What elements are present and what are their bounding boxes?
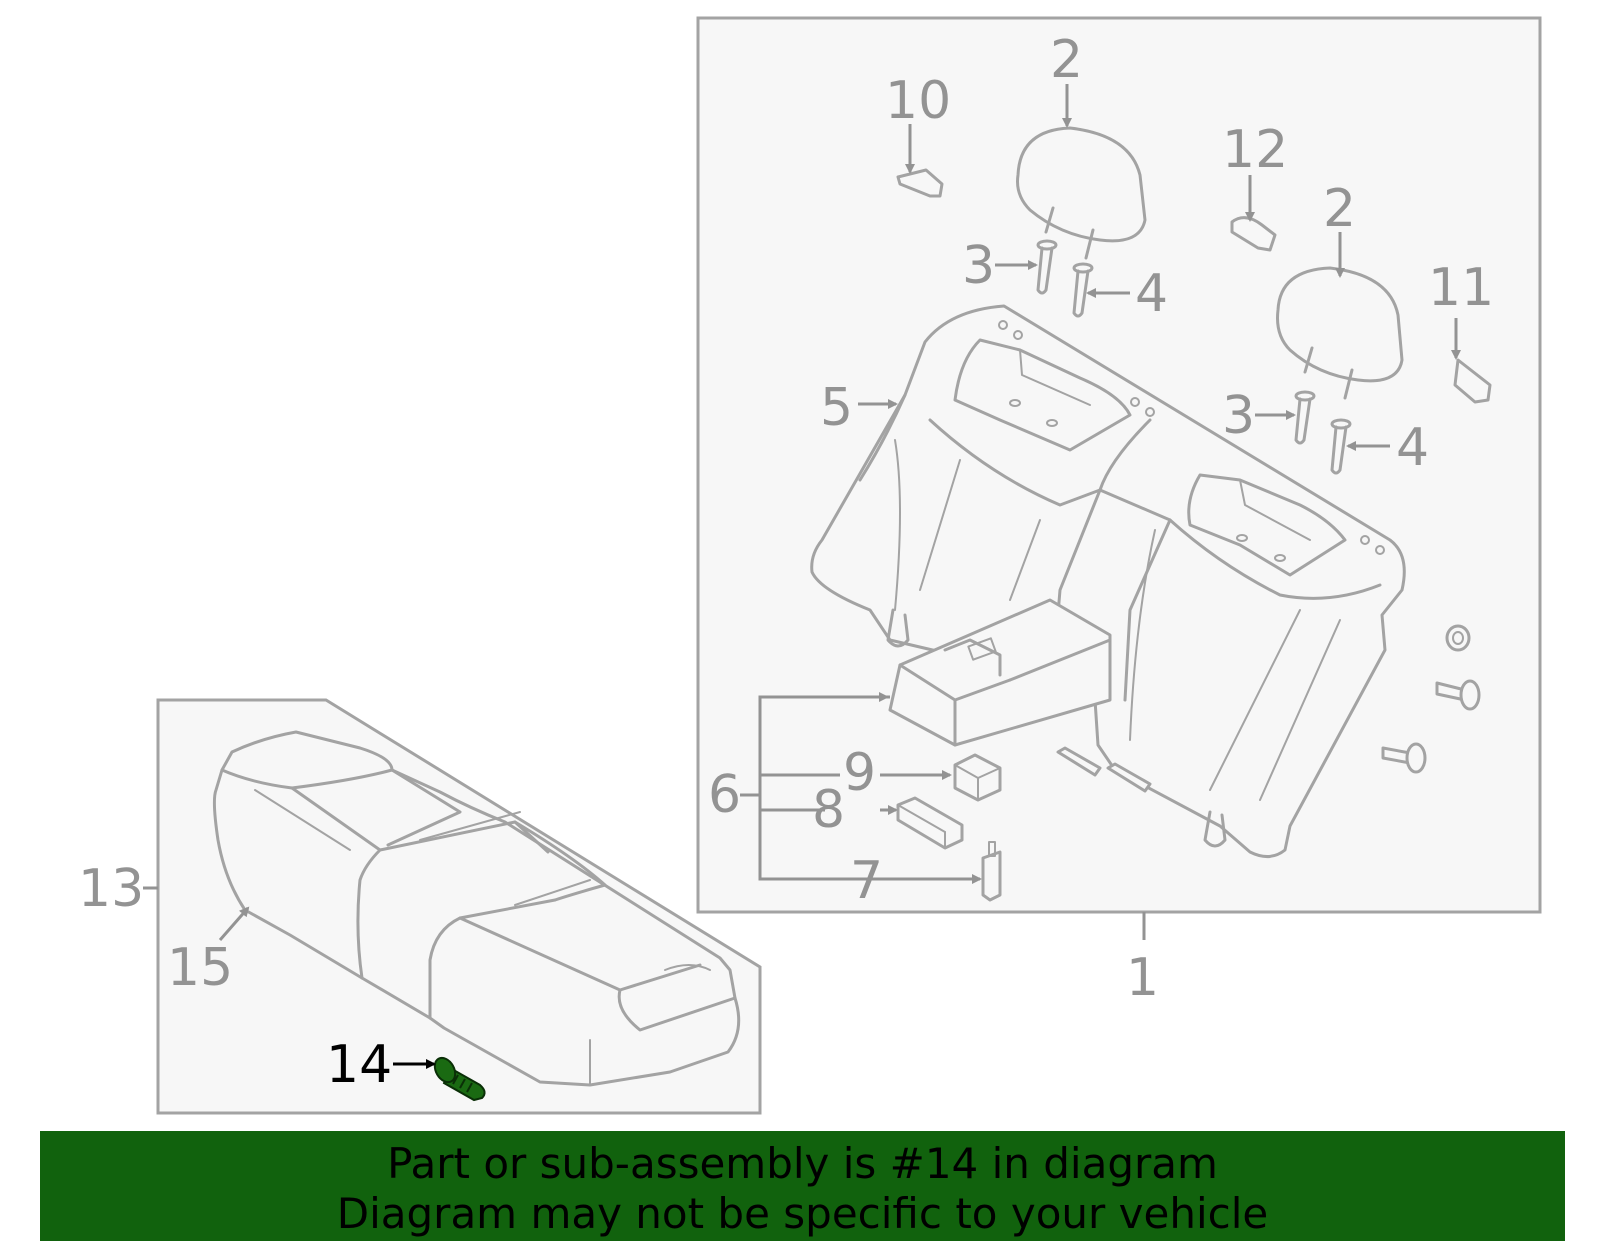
bezel-part-11 bbox=[1453, 358, 1492, 404]
callout-6: 6 bbox=[708, 765, 741, 825]
seat-cushion bbox=[212, 730, 741, 1087]
hinge-part-9 bbox=[953, 753, 1002, 802]
bracket-part-8 bbox=[896, 796, 964, 850]
callout-6-bracket bbox=[740, 695, 980, 881]
callout-14: 14 bbox=[326, 1035, 392, 1095]
headrest-guide-4-right bbox=[1330, 418, 1352, 475]
seat-back-cushion bbox=[810, 304, 1406, 858]
callout-3-right: 3 bbox=[1222, 386, 1255, 446]
callout-4-right: 4 bbox=[1396, 418, 1429, 478]
headrest-guide-3-left bbox=[1036, 239, 1058, 295]
callout-10: 10 bbox=[885, 71, 951, 131]
highlighted-bolt-14 bbox=[433, 1056, 486, 1102]
info-banner: Part or sub-assembly is #14 in diagram D… bbox=[40, 1131, 1565, 1241]
headrest-left bbox=[1016, 126, 1147, 260]
bezel-part-12 bbox=[1230, 216, 1277, 252]
callout-11: 11 bbox=[1428, 258, 1494, 318]
callout-3-left: 3 bbox=[962, 236, 995, 296]
callout-1: 1 bbox=[1126, 948, 1159, 1008]
callout-13: 13 bbox=[78, 859, 144, 919]
bezel-part-10 bbox=[896, 168, 944, 198]
pin-part-7 bbox=[981, 841, 1002, 902]
callout-8: 8 bbox=[812, 780, 845, 840]
nut-right bbox=[1445, 624, 1471, 652]
banner-line-2: Diagram may not be specific to your vehi… bbox=[336, 1189, 1269, 1238]
bolt-right-lower bbox=[1381, 742, 1427, 774]
banner-line-1: Part or sub-assembly is #14 in diagram bbox=[387, 1139, 1218, 1188]
callout-2-right: 2 bbox=[1323, 179, 1356, 239]
callout-2-left: 2 bbox=[1050, 30, 1083, 90]
callout-4-left: 4 bbox=[1135, 264, 1168, 324]
floor-strip-left bbox=[1056, 746, 1102, 777]
headrest-guide-4-left bbox=[1072, 262, 1094, 318]
callout-15: 15 bbox=[167, 938, 233, 998]
armrest bbox=[888, 598, 1112, 747]
callout-7: 7 bbox=[850, 851, 883, 911]
callout-5: 5 bbox=[820, 378, 853, 438]
bolt-right-upper bbox=[1435, 679, 1481, 711]
callout-9: 9 bbox=[843, 743, 876, 803]
headrest-guide-3-right bbox=[1294, 390, 1316, 445]
floor-strip-right bbox=[1106, 762, 1152, 793]
headrest-right bbox=[1276, 266, 1404, 400]
callout-12: 12 bbox=[1222, 120, 1288, 180]
